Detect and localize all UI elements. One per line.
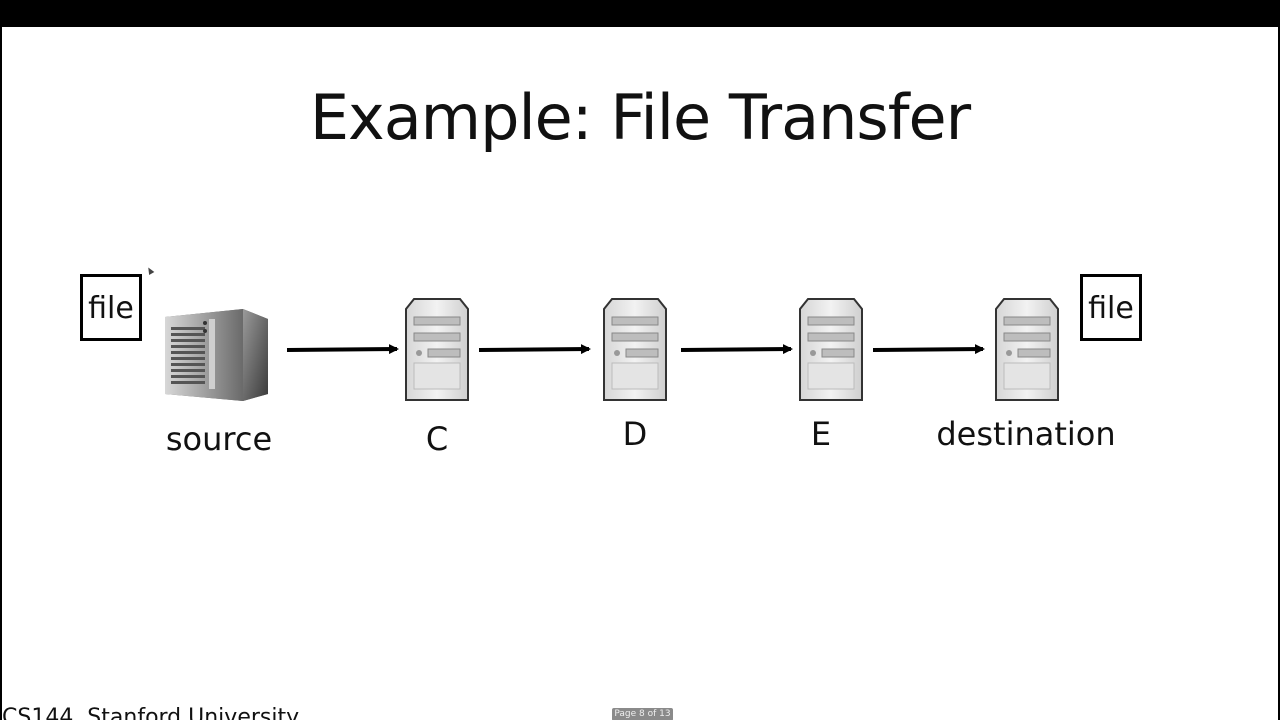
node-label-e: E bbox=[810, 415, 832, 453]
footer-course-label: CS144, Stanford University bbox=[2, 705, 300, 720]
source-server-icon bbox=[165, 309, 268, 401]
node-label-destination: destination bbox=[936, 415, 1116, 453]
arrow-d-to-e bbox=[680, 344, 793, 355]
node-label-d: D bbox=[622, 415, 648, 453]
server-tower-icon-destination bbox=[995, 298, 1059, 401]
arrow-c-to-d bbox=[478, 344, 591, 355]
source-file-box: file bbox=[80, 274, 142, 341]
destination-file-box: file bbox=[1080, 274, 1142, 341]
server-tower-icon-c bbox=[405, 298, 469, 401]
page-indicator: Page 8 of 13 bbox=[612, 708, 673, 720]
server-tower-icon-e bbox=[799, 298, 863, 401]
node-label-c: C bbox=[425, 420, 449, 458]
slide: Example: File Transfer bbox=[2, 27, 1278, 720]
file-transfer-diagram bbox=[165, 298, 1059, 401]
arrow-e-to-destination bbox=[872, 344, 985, 355]
node-label-source: source bbox=[165, 420, 273, 458]
arrow-source-to-c bbox=[286, 344, 399, 355]
server-tower-icon-d bbox=[603, 298, 667, 401]
slide-title: Example: File Transfer bbox=[309, 81, 971, 154]
